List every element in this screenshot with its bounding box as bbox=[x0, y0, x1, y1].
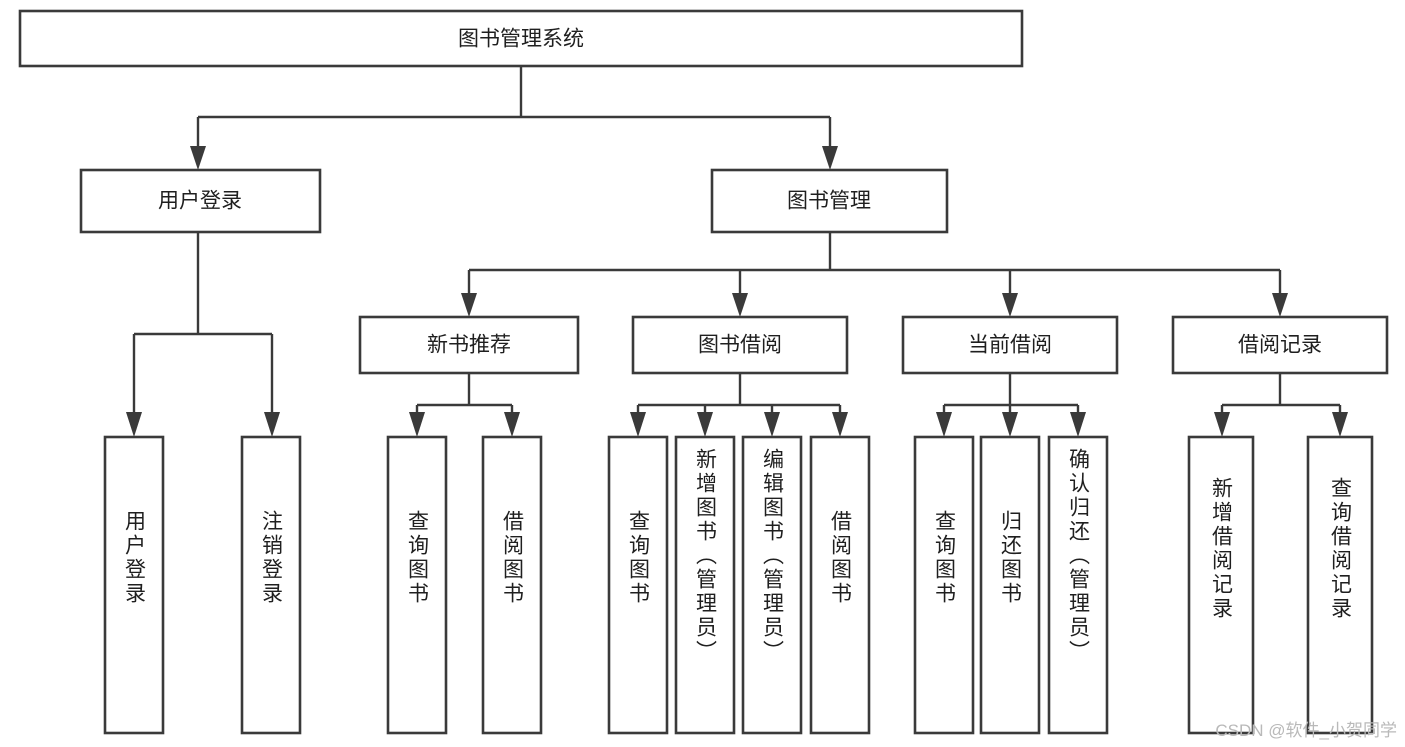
arrowhead-leaf-query-borrow-record bbox=[1332, 412, 1348, 437]
node-leaf-query-book-rec-label: 查询图书 bbox=[406, 510, 430, 606]
node-leaf-return-book[interactable]: 归还图书 bbox=[979, 435, 1041, 735]
node-leaf-user-logout-box[interactable] bbox=[240, 435, 302, 735]
arrowhead-leaf-user-login bbox=[126, 412, 142, 437]
node-book-manage-box[interactable] bbox=[710, 168, 949, 234]
arrowhead-book-borrow bbox=[732, 293, 748, 317]
node-leaf-borrow-book[interactable]: 借阅图书 bbox=[809, 435, 871, 735]
node-leaf-query-book-borrow-label: 查询图书 bbox=[627, 510, 651, 606]
arrowhead-current-borrow bbox=[1002, 293, 1018, 317]
arrowhead-borrow-record bbox=[1272, 293, 1288, 317]
node-leaf-borrow-book-rec[interactable]: 借阅图书 bbox=[481, 435, 543, 735]
node-leaf-query-book-borrow-box[interactable] bbox=[607, 435, 669, 735]
node-leaf-edit-book-admin-label: 编辑图书（管理员） bbox=[761, 448, 785, 664]
arrowhead-user-login bbox=[190, 146, 206, 170]
node-leaf-query-borrow-record-label: 查询借阅记录 bbox=[1329, 477, 1353, 621]
node-new-book-recommend[interactable]: 新书推荐 bbox=[358, 315, 580, 375]
node-leaf-query-book-current-box[interactable] bbox=[913, 435, 975, 735]
node-current-borrow[interactable]: 当前借阅 bbox=[901, 315, 1119, 375]
node-leaf-confirm-return-admin[interactable]: 确认归还（管理员） bbox=[1047, 435, 1109, 735]
node-leaf-edit-book-admin-box[interactable] bbox=[741, 435, 803, 735]
arrowhead-leaf-query-book-rec bbox=[409, 412, 425, 437]
arrowhead-leaf-user-logout bbox=[264, 412, 280, 437]
arrowhead-leaf-add-book-admin bbox=[697, 412, 713, 437]
node-user-login-box[interactable] bbox=[79, 168, 322, 234]
node-leaf-edit-book-admin[interactable]: 编辑图书（管理员） bbox=[741, 435, 803, 735]
node-leaf-confirm-return-admin-label: 确认归还（管理员） bbox=[1067, 448, 1091, 664]
arrowhead-leaf-edit-book-admin bbox=[764, 412, 780, 437]
arrowhead-leaf-return-book bbox=[1002, 412, 1018, 437]
node-leaf-user-logout[interactable]: 注销登录 bbox=[240, 435, 302, 735]
node-leaf-return-book-label: 归还图书 bbox=[999, 510, 1023, 606]
node-book-borrow-box[interactable] bbox=[631, 315, 849, 375]
node-leaf-query-book-current[interactable]: 查询图书 bbox=[913, 435, 975, 735]
node-leaf-query-book-current-label: 查询图书 bbox=[933, 510, 957, 606]
node-leaf-confirm-return-admin-box[interactable] bbox=[1047, 435, 1109, 735]
node-current-borrow-box[interactable] bbox=[901, 315, 1119, 375]
node-leaf-borrow-book-rec-box[interactable] bbox=[481, 435, 543, 735]
node-leaf-query-borrow-record-box[interactable] bbox=[1306, 435, 1374, 735]
node-root[interactable]: 图书管理系统 bbox=[18, 9, 1024, 68]
connector-layer bbox=[126, 66, 1348, 437]
node-leaf-query-book-rec[interactable]: 查询图书 bbox=[386, 435, 448, 735]
node-leaf-query-book-borrow[interactable]: 查询图书 bbox=[607, 435, 669, 735]
node-book-borrow-label: 图书借阅 bbox=[698, 334, 782, 357]
node-borrow-record-box[interactable] bbox=[1171, 315, 1389, 375]
node-leaf-borrow-book-label: 借阅图书 bbox=[829, 510, 853, 606]
csdn-watermark: CSDN @软件_小贺同学 bbox=[1215, 721, 1397, 740]
node-book-manage-label: 图书管理 bbox=[787, 190, 871, 213]
node-leaf-user-login[interactable]: 用户登录 bbox=[103, 435, 165, 735]
node-leaf-return-book-box[interactable] bbox=[979, 435, 1041, 735]
node-root-box[interactable] bbox=[18, 9, 1024, 68]
node-user-login[interactable]: 用户登录 bbox=[79, 168, 322, 234]
node-leaf-add-borrow-record-box[interactable] bbox=[1187, 435, 1255, 735]
node-borrow-record-label: 借阅记录 bbox=[1238, 334, 1322, 357]
node-leaf-user-logout-label: 注销登录 bbox=[260, 510, 284, 606]
node-leaf-add-borrow-record[interactable]: 新增借阅记录 bbox=[1187, 435, 1255, 735]
node-leaf-add-book-admin[interactable]: 新增图书（管理员） bbox=[674, 435, 736, 735]
node-current-borrow-label: 当前借阅 bbox=[968, 334, 1052, 357]
node-leaf-add-borrow-record-label: 新增借阅记录 bbox=[1210, 477, 1234, 621]
arrowhead-leaf-borrow-book-rec bbox=[504, 412, 520, 437]
node-borrow-record[interactable]: 借阅记录 bbox=[1171, 315, 1389, 375]
arrowhead-book-manage bbox=[822, 146, 838, 170]
node-leaf-user-login-label: 用户登录 bbox=[123, 510, 147, 606]
arrowhead-leaf-add-borrow-record bbox=[1214, 412, 1230, 437]
node-book-manage[interactable]: 图书管理 bbox=[710, 168, 949, 234]
arrowhead-leaf-query-book-borrow bbox=[630, 412, 646, 437]
node-new-book-recommend-label: 新书推荐 bbox=[427, 334, 511, 357]
node-leaf-user-login-box[interactable] bbox=[103, 435, 165, 735]
node-leaf-add-book-admin-box[interactable] bbox=[674, 435, 736, 735]
node-leaf-query-borrow-record[interactable]: 查询借阅记录 bbox=[1306, 435, 1374, 735]
node-leaf-add-book-admin-label: 新增图书（管理员） bbox=[694, 448, 718, 664]
arrowhead-new-book-recommend bbox=[461, 293, 477, 317]
node-leaf-borrow-book-rec-label: 借阅图书 bbox=[501, 510, 525, 606]
arrowhead-leaf-query-book-current bbox=[936, 412, 952, 437]
node-leaf-borrow-book-box[interactable] bbox=[809, 435, 871, 735]
node-leaf-query-book-rec-box[interactable] bbox=[386, 435, 448, 735]
node-user-login-label: 用户登录 bbox=[158, 190, 242, 213]
arrowhead-leaf-confirm-return-admin bbox=[1070, 412, 1086, 437]
node-new-book-recommend-box[interactable] bbox=[358, 315, 580, 375]
node-book-borrow[interactable]: 图书借阅 bbox=[631, 315, 849, 375]
arrowhead-leaf-borrow-book bbox=[832, 412, 848, 437]
node-root-label: 图书管理系统 bbox=[458, 28, 584, 51]
